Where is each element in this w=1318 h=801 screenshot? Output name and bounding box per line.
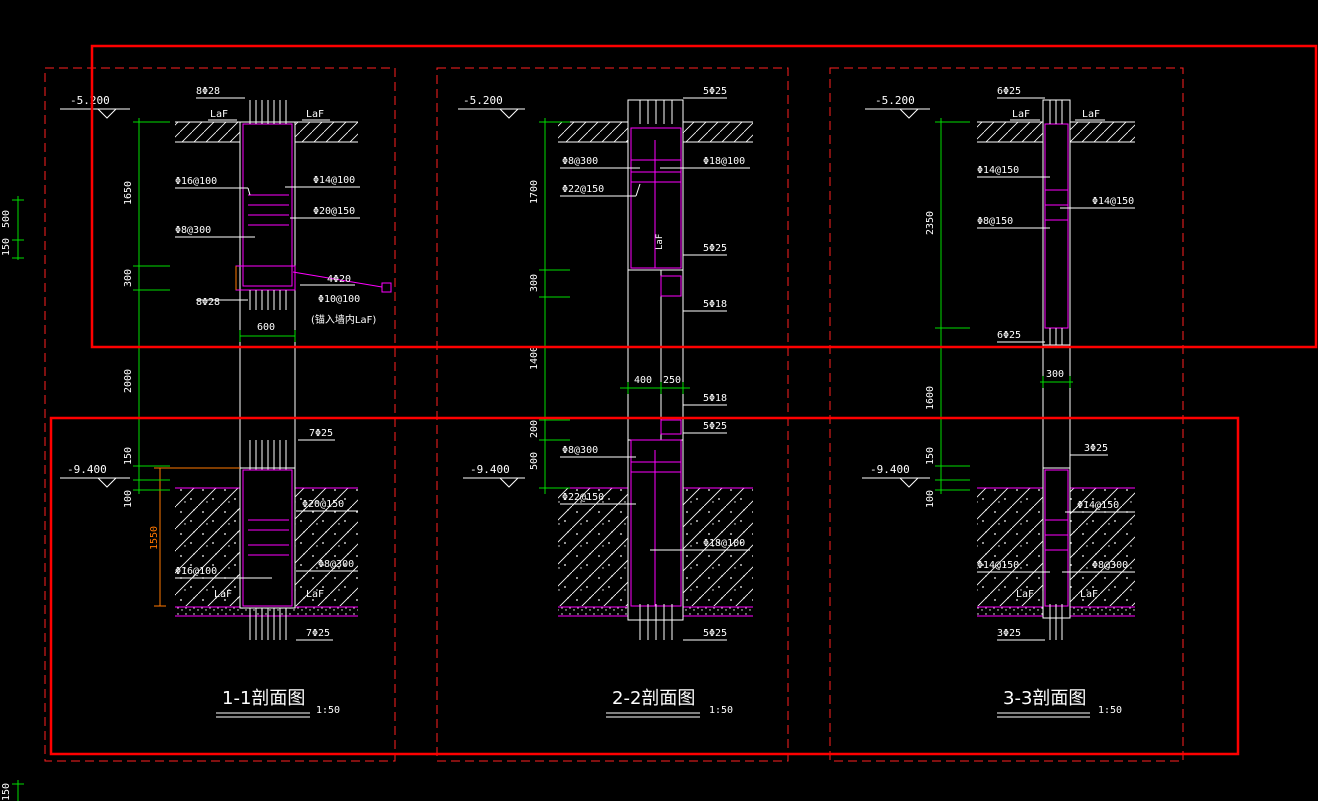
elev-top-1: -5.200 — [70, 94, 110, 107]
section-frame-3 — [829, 67, 1184, 762]
label-a7-1: Φ10@100 — [318, 294, 360, 305]
label-b7-3: 3Φ25 — [997, 628, 1021, 639]
label-laf-right-1: LaF — [306, 109, 324, 120]
label-b2-3: Φ14@150 — [1077, 500, 1119, 511]
dim-1600: 1600 — [925, 386, 936, 410]
label-b1-3: 3Φ25 — [1084, 443, 1108, 454]
label-a3-1: Φ20@150 — [313, 206, 355, 217]
label-a4-2: LaF — [655, 234, 665, 250]
scale-section-1: 1:50 — [316, 705, 340, 716]
label-b4-3: Φ8@300 — [1092, 560, 1128, 571]
label-b1-1: 7Φ25 — [309, 428, 333, 439]
label-a8-1: (锚入墙内LaF) — [311, 313, 376, 326]
label-m1-2: 5Φ18 — [703, 393, 727, 404]
label-b2-2: Φ8@300 — [562, 445, 598, 456]
label-a2-3: Φ14@150 — [1092, 196, 1134, 207]
title-section-3: 3-3剖面图 — [1003, 688, 1086, 709]
title-section-2: 2-2剖面图 — [612, 688, 695, 709]
section-1: 1550 1650 300 2000 150 100 600 -5.200 -9… — [60, 86, 392, 718]
dim-1400: 1400 — [529, 346, 540, 370]
label-a3-2: Φ22@150 — [562, 184, 604, 195]
label-top-bars-1: 8Φ28 — [196, 86, 220, 97]
dim-2350: 2350 — [925, 211, 936, 235]
label-a5-2: 5Φ25 — [703, 243, 727, 254]
dim-400: 400 — [634, 375, 652, 386]
label-laf-left-3: LaF — [1012, 109, 1030, 120]
label-b7-1: 7Φ25 — [306, 628, 330, 639]
label-a6-2: 5Φ18 — [703, 299, 727, 310]
dim-300: 300 — [123, 269, 134, 287]
label-b3-3: Φ14@150 — [977, 560, 1019, 571]
dim-2000: 2000 — [123, 369, 134, 393]
label-a1-2: Φ8@300 — [562, 156, 598, 167]
label-top-bars-3: 6Φ25 — [997, 86, 1021, 97]
section-2: 1700 300 1400 200 500 400 250 -5.200 -9.… — [458, 86, 753, 718]
label-b2-1: Φ20@150 — [302, 499, 344, 510]
dim-500: 500 — [529, 452, 540, 470]
label-b6-3: LaF — [1080, 589, 1098, 600]
section-3: 2350 1600 150 100 300 -5.200 -9.400 6Φ25… — [862, 86, 1135, 718]
label-laf-right-3: LaF — [1082, 109, 1100, 120]
label-b3-2: Φ22@150 — [562, 492, 604, 503]
title-section-1: 1-1剖面图 — [222, 688, 305, 709]
highlight-box-top — [90, 44, 1318, 349]
label-b6-1: LaF — [306, 589, 324, 600]
dim-300-2: 300 — [529, 274, 540, 292]
label-a4-1: Φ8@300 — [175, 225, 211, 236]
section-frame-1 — [44, 67, 396, 762]
label-b4-1: Φ16@100 — [175, 566, 217, 577]
dim-200: 200 — [529, 420, 540, 438]
label-b5-1: LaF — [214, 589, 232, 600]
dim-300-3: 300 — [1046, 369, 1064, 380]
label-a5-1: 4Φ20 — [327, 274, 351, 285]
elev-bottom-3: -9.400 — [870, 463, 910, 476]
section-frame-2 — [436, 67, 789, 762]
left-edge-dims — [12, 196, 24, 801]
elev-bottom-1: -9.400 — [67, 463, 107, 476]
label-a3-3: Φ8@150 — [977, 216, 1013, 227]
elev-bottom-2: -9.400 — [470, 463, 510, 476]
dim-1650: 1650 — [123, 181, 134, 205]
dim-100-3: 100 — [925, 490, 936, 508]
elev-top-3: -5.200 — [875, 94, 915, 107]
label-a2-2: Φ18@100 — [703, 156, 745, 167]
label-a1-1: Φ16@100 — [175, 176, 217, 187]
dim-100: 100 — [123, 490, 134, 508]
dim-1550: 1550 — [149, 526, 160, 550]
label-b4-2: Φ18@100 — [703, 538, 745, 549]
highlight-box-bottom — [49, 416, 1240, 756]
dim-250: 250 — [663, 375, 681, 386]
label-a6-1: 8Φ28 — [196, 297, 220, 308]
label-b3-1: Φ8@300 — [318, 559, 354, 570]
label-laf-left-1: LaF — [210, 109, 228, 120]
dim-1700: 1700 — [529, 180, 540, 204]
label-b5-3: LaF — [1016, 589, 1034, 600]
left-dim-500: 500 — [1, 210, 12, 228]
left-dim-150-bottom: 150 — [1, 783, 12, 801]
label-a1-3: Φ14@150 — [977, 165, 1019, 176]
label-a4-3: 6Φ25 — [997, 330, 1021, 341]
label-top-bars-2: 5Φ25 — [703, 86, 727, 97]
label-a2-1: Φ14@100 — [313, 175, 355, 186]
elev-top-2: -5.200 — [463, 94, 503, 107]
scale-section-3: 1:50 — [1098, 705, 1122, 716]
dim-150-3: 150 — [925, 447, 936, 465]
dim-600: 600 — [257, 322, 275, 333]
left-dim-150: 150 — [1, 238, 12, 256]
dim-150: 150 — [123, 447, 134, 465]
label-b5-2: 5Φ25 — [703, 628, 727, 639]
scale-section-2: 1:50 — [709, 705, 733, 716]
label-b1-2: 5Φ25 — [703, 421, 727, 432]
